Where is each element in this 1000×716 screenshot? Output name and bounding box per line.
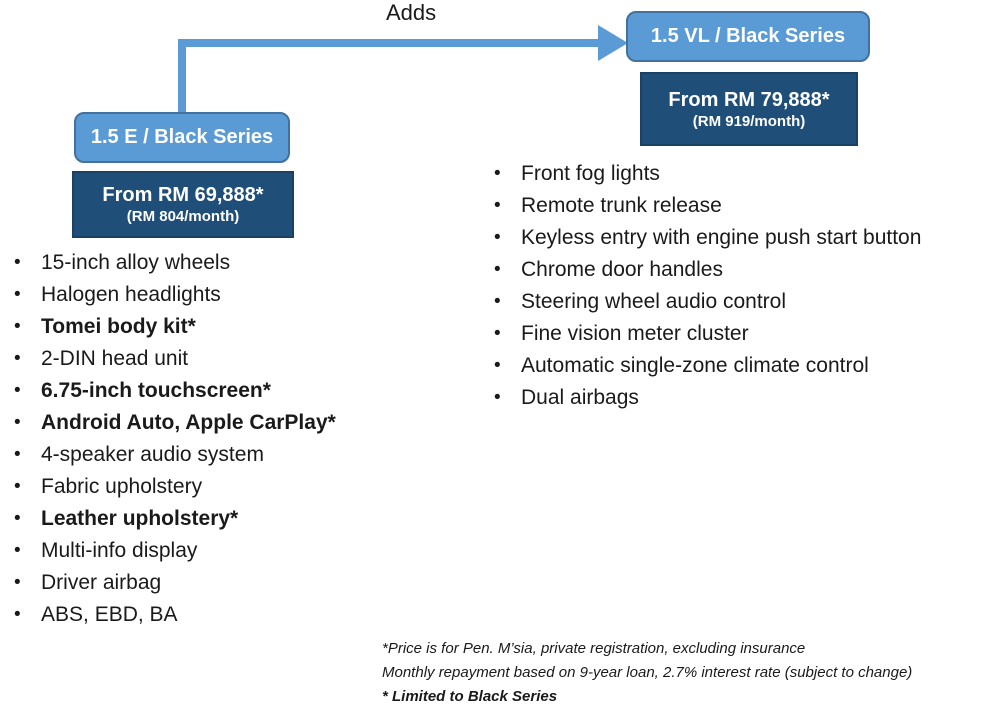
list-item: • Multi-info display [14,536,414,568]
footnote-line: *Price is for Pen. M’sia, private regist… [382,640,806,657]
bullet-icon: • [14,508,21,529]
vl-features-list: • Front fog lights • Remote trunk releas… [494,159,1000,415]
list-item: • Front fog lights [494,159,1000,191]
feature-label: Keyless entry with engine push start but… [521,226,922,249]
e-features-list: • 15-inch alloy wheels • Halogen headlig… [14,248,414,632]
list-item: • Tomei body kit* [14,312,414,344]
bullet-icon: • [14,476,21,497]
list-item: • Steering wheel audio control [494,287,1000,319]
trim-box-vl: 1.5 VL / Black Series [626,11,870,62]
list-item: • 6.75-inch touchscreen* [14,376,414,408]
list-item: • 2-DIN head unit [14,344,414,376]
trim-box-vl-label: 1.5 VL / Black Series [650,25,846,47]
footnote-line: Monthly repayment based on 9-year loan, … [382,664,913,681]
connector-arrow-horizontal [178,39,600,47]
list-item: • Driver airbag [14,568,414,600]
feature-label: Fine vision meter cluster [521,322,749,345]
bullet-icon: • [14,316,21,337]
bullet-icon: • [14,604,21,625]
bullet-icon: • [14,444,21,465]
bullet-icon: • [494,195,501,216]
adds-label: Adds [386,0,437,25]
list-item: • Keyless entry with engine push start b… [494,223,1000,255]
feature-label: 2-DIN head unit [41,347,189,370]
list-item: • 4-speaker audio system [14,440,414,472]
feature-label: Tomei body kit* [41,315,196,338]
feature-label: Multi-info display [41,539,198,562]
feature-label: Halogen headlights [41,283,221,306]
footnotes: *Price is for Pen. M’sia, private regist… [382,637,998,709]
price-box-e: From RM 69,888* (RM 804/month) [72,171,294,238]
list-item: • Dual airbags [494,383,1000,415]
bullet-icon: • [494,259,501,280]
price-box-vl: From RM 79,888* (RM 919/month) [640,72,858,146]
feature-label: Leather upholstery* [41,507,239,530]
trim-box-e: 1.5 E / Black Series [74,112,290,163]
bullet-icon: • [14,412,21,433]
feature-label: ABS, EBD, BA [41,603,178,626]
list-item: • Leather upholstery* [14,504,414,536]
feature-label: 15-inch alloy wheels [41,251,231,274]
list-item: • ABS, EBD, BA [14,600,414,632]
feature-label: Dual airbags [521,386,639,409]
price-vl-monthly: (RM 919/month) [692,112,806,130]
feature-label: Fabric upholstery [41,475,203,498]
feature-label: Chrome door handles [521,258,723,281]
list-item: • Fabric upholstery [14,472,414,504]
right-arrow-icon [598,25,628,61]
bullet-icon: • [494,227,501,248]
list-item: • 15-inch alloy wheels [14,248,414,280]
price-vl-main: From RM 79,888* [668,88,830,111]
bullet-icon: • [14,572,21,593]
list-item: • Chrome door handles [494,255,1000,287]
price-e-monthly: (RM 804/month) [126,208,240,225]
bullet-icon: • [14,540,21,561]
feature-label: 6.75-inch touchscreen* [41,379,271,402]
bullet-icon: • [494,387,501,408]
feature-label: Driver airbag [41,571,162,594]
feature-label: Android Auto, Apple CarPlay* [41,411,336,434]
price-e-main: From RM 69,888* [102,184,264,206]
feature-label: Steering wheel audio control [521,290,787,313]
footnote-line: * Limited to Black Series [382,688,558,705]
bullet-icon: • [494,163,501,184]
list-item: • Automatic single-zone climate control [494,351,1000,383]
bullet-icon: • [14,380,21,401]
list-item: • Android Auto, Apple CarPlay* [14,408,414,440]
connector-arrow-vertical [178,39,186,114]
bullet-icon: • [14,284,21,305]
bullet-icon: • [494,355,501,376]
trim-box-e-label: 1.5 E / Black Series [90,126,274,148]
list-item: • Fine vision meter cluster [494,319,1000,351]
list-item: • Halogen headlights [14,280,414,312]
list-item: • Remote trunk release [494,191,1000,223]
bullet-icon: • [14,348,21,369]
bullet-icon: • [494,323,501,344]
feature-label: Automatic single-zone climate control [521,354,869,377]
feature-label: Front fog lights [521,162,660,185]
bullet-icon: • [14,252,21,273]
feature-label: Remote trunk release [521,194,722,217]
bullet-icon: • [494,291,501,312]
feature-label: 4-speaker audio system [41,443,264,466]
